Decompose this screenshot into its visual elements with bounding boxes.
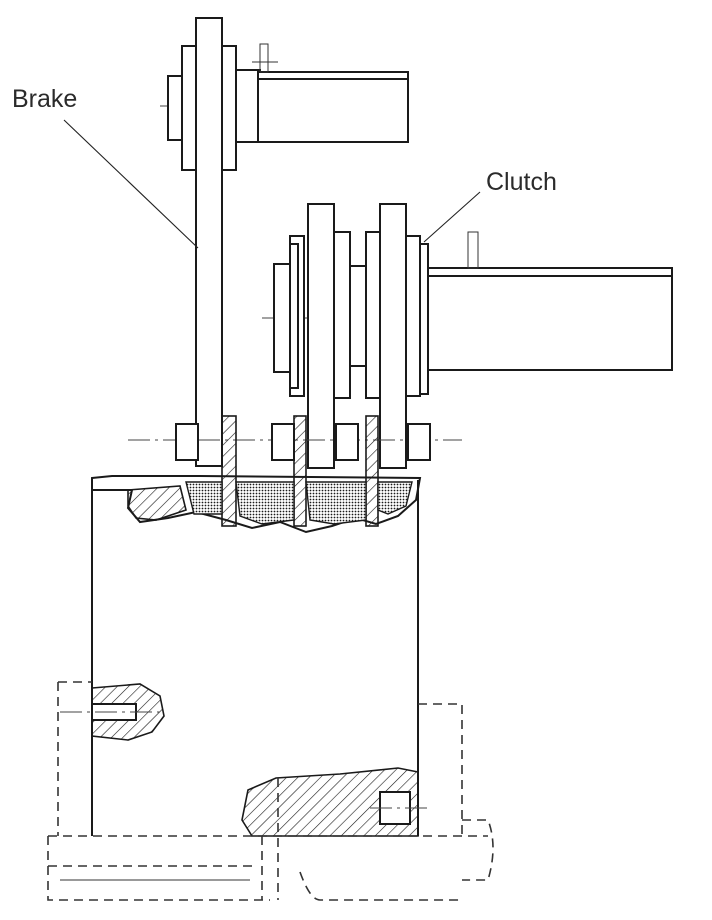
bolt-row bbox=[128, 415, 462, 527]
clutch-label: Clutch bbox=[486, 168, 557, 196]
brake-disc-assembly bbox=[160, 17, 409, 467]
brake-label: Brake bbox=[12, 85, 77, 113]
brake-callout: Brake bbox=[12, 85, 199, 249]
housing-body bbox=[60, 478, 430, 837]
clutch-callout: Clutch bbox=[423, 168, 557, 243]
housing-top bbox=[91, 475, 422, 534]
base-outline bbox=[47, 681, 494, 901]
clutch-disc-assembly bbox=[262, 203, 673, 469]
